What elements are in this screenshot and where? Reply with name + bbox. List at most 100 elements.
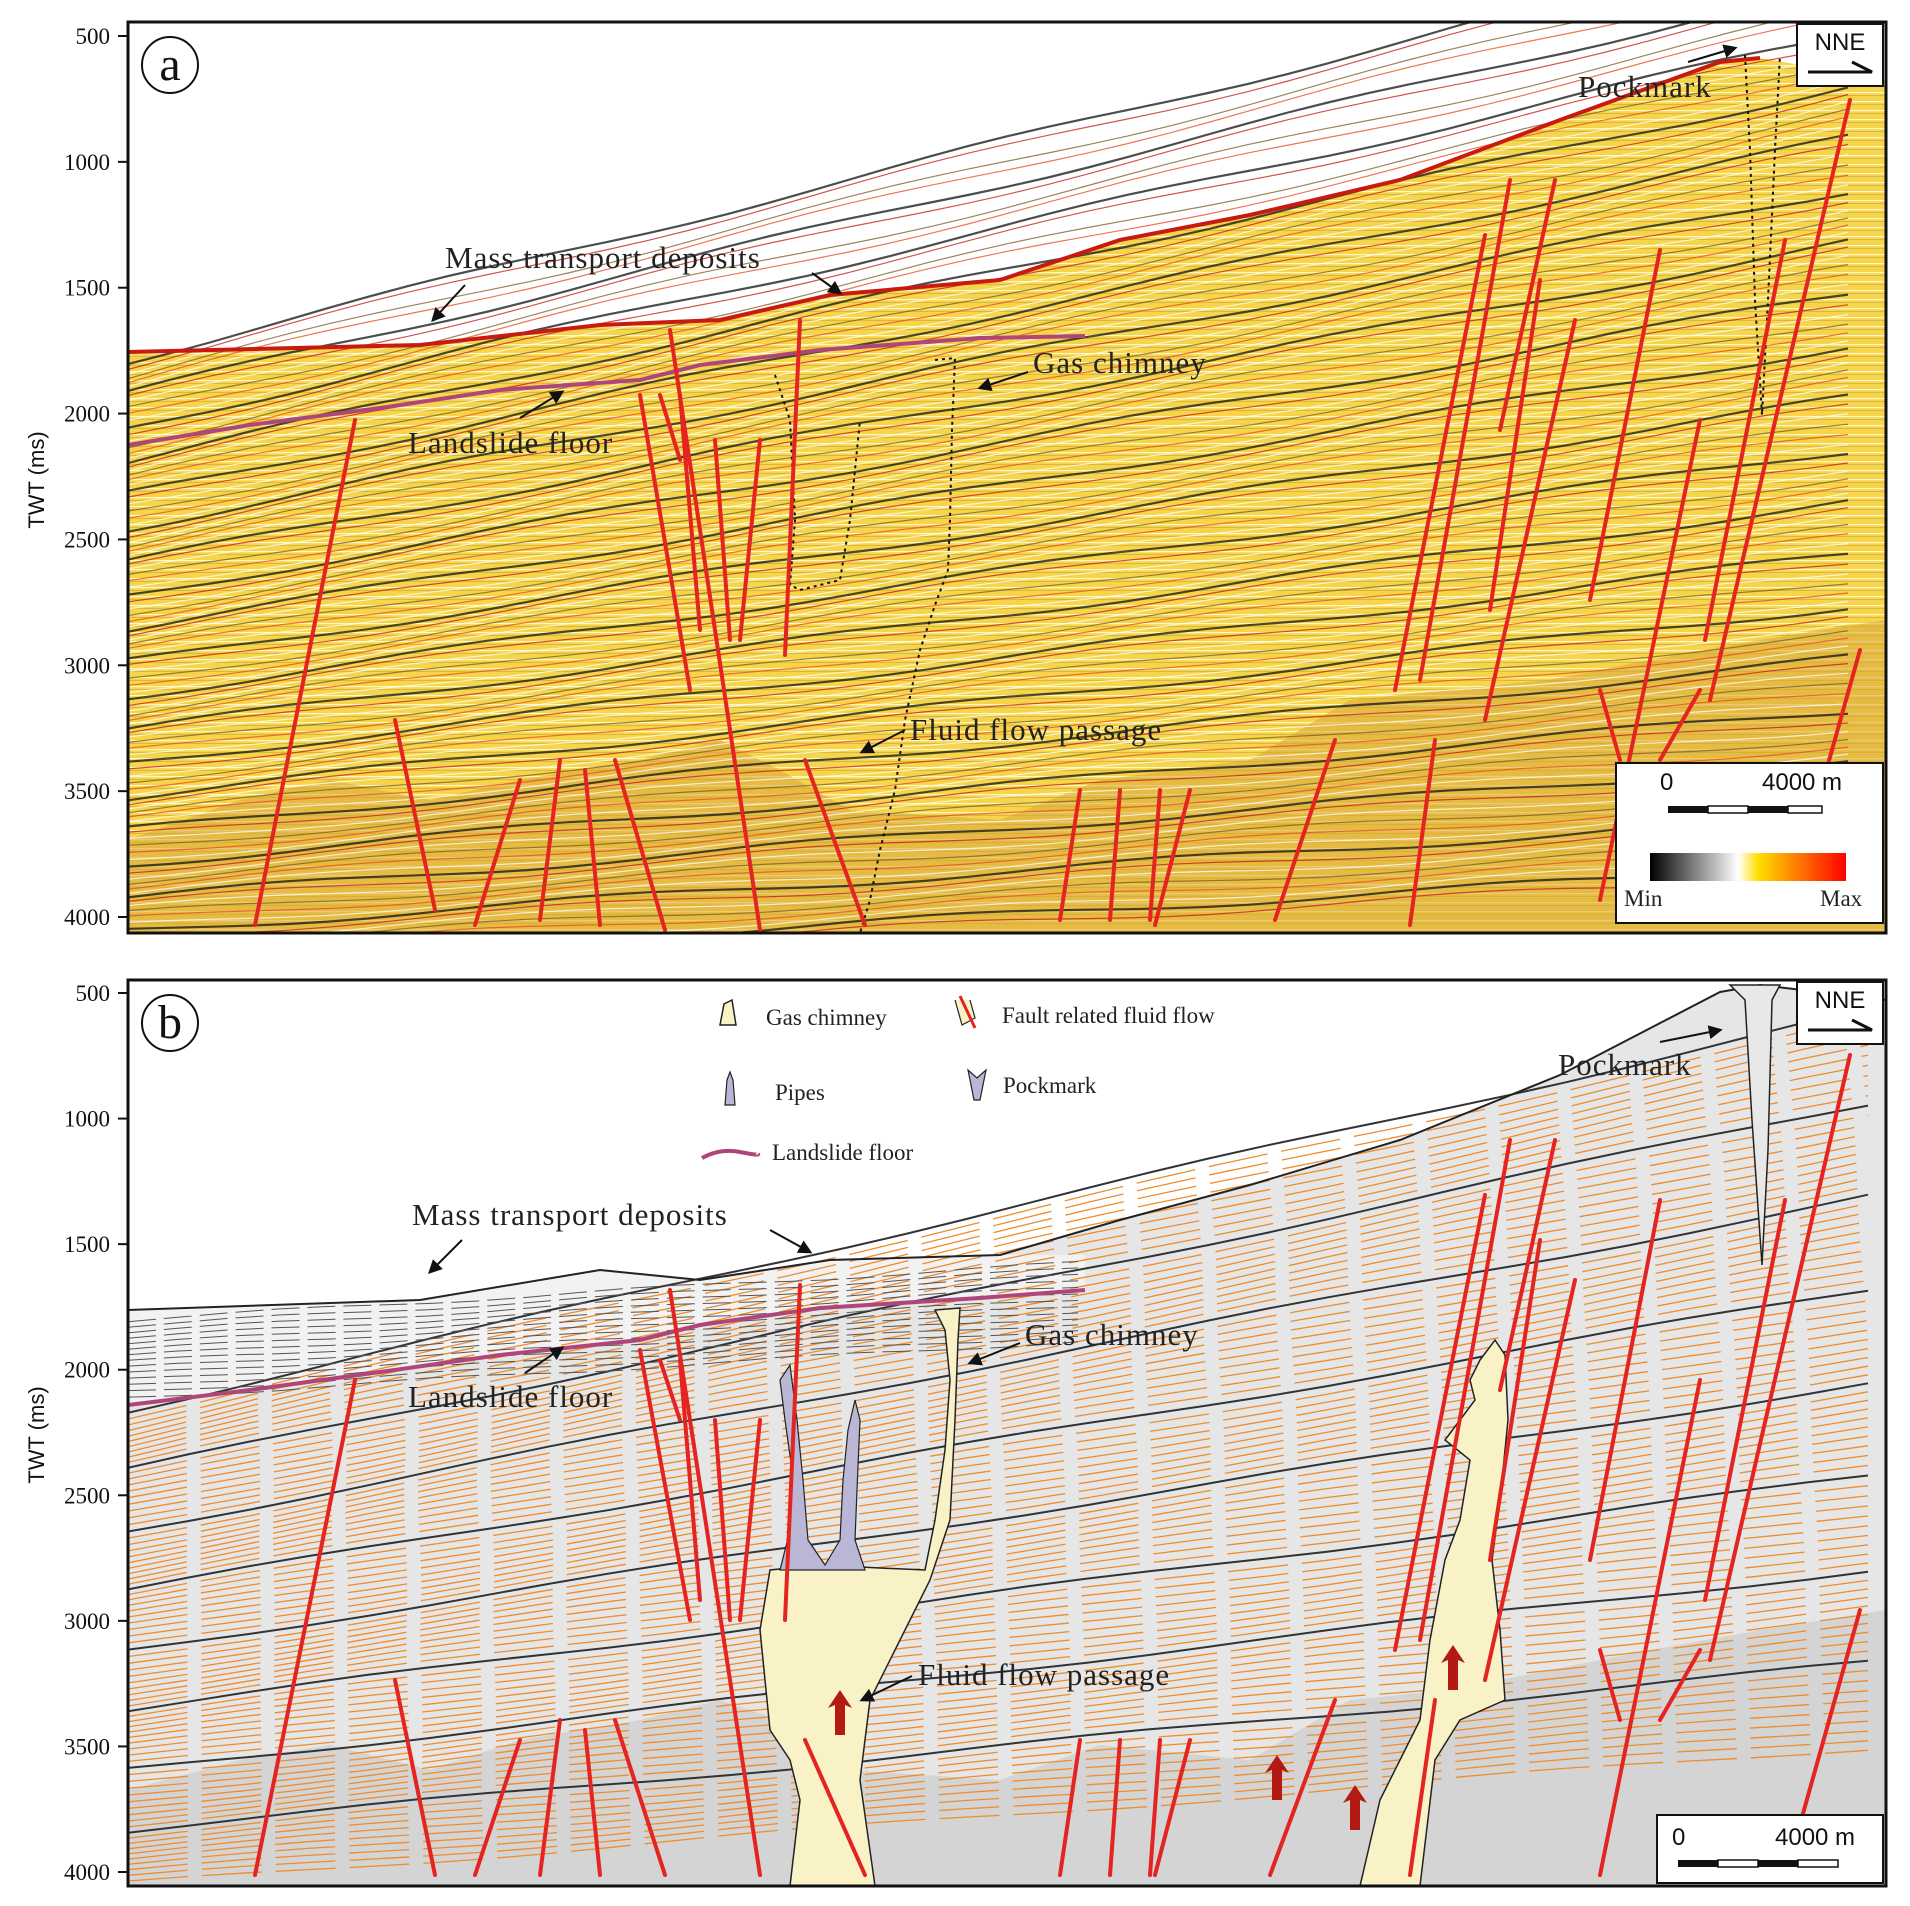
seismic-reflector: [128, 133, 1849, 492]
stratal-horizon: [128, 1408, 1869, 1671]
mtd-internal-reflector: [128, 1273, 1079, 1334]
stratal-horizon: [128, 1095, 1869, 1464]
mtd-internal-reflector: [128, 1341, 1079, 1398]
seismic-reflector: [128, 22, 1535, 375]
seismic-reflector: [128, 283, 1849, 588]
panel-a-pockmark-label: Pockmark: [1578, 69, 1712, 104]
stratal-horizon: [128, 1515, 1869, 1733]
panel-b-flow-arrow-2: [1441, 1645, 1465, 1690]
seismic-reflector: [128, 739, 1849, 886]
stratal-horizon: [128, 1495, 1869, 1723]
seismic-reflector: [128, 86, 1849, 465]
stratal-horizon: [128, 1544, 1869, 1750]
seismic-reflector: [128, 54, 1849, 443]
fault-line: [678, 1358, 702, 1602]
panel-a-colorbar-min: Min: [1624, 886, 1663, 911]
seismic-reflector: [128, 202, 1849, 539]
panel-a-tick-label: 1500: [64, 276, 110, 301]
panel-b-direction-label: NNE: [1815, 987, 1866, 1014]
fault-line: [1708, 98, 1852, 702]
panel-a-north-arrow: NNE: [1796, 23, 1884, 87]
seismic-reflector: [128, 783, 1849, 912]
panel-a-tick-label: 1000: [64, 150, 110, 175]
seismic-reflector: [128, 423, 1849, 679]
panel-b-flow-arrow-3: [1265, 1755, 1289, 1800]
panel-a-scale-box: 0 4000 m Min Max: [1615, 762, 1884, 924]
seismic-reflector: [128, 376, 1849, 649]
stratal-horizon: [128, 1579, 1869, 1776]
panel-b-central-chimney: [759, 1307, 961, 1886]
panel-b-mtd-zone: [128, 1255, 1085, 1405]
panel-b-right-chimney: [1359, 1338, 1509, 1886]
seismic-reflector: [128, 44, 1849, 436]
panel-a-tick-label: 4000: [64, 905, 110, 930]
fault-line: [1658, 1648, 1702, 1722]
fault-line: [1148, 1738, 1162, 1877]
panel-b-flow-arrow-1: [828, 1690, 852, 1735]
stratal-horizon: [128, 1124, 1869, 1480]
panel-b-faults: [253, 1053, 1862, 1877]
seismic-reflector: [128, 583, 1849, 784]
panel-b-scale-distance: 4000 m: [1775, 1824, 1855, 1851]
panel-a-pipes-outline: [774, 374, 861, 592]
stratal-horizon: [128, 1133, 1869, 1486]
seismic-reflector: [128, 22, 1665, 388]
fault-line: [1108, 1738, 1122, 1877]
fault-line: [583, 1728, 602, 1877]
seismic-reflector: [357, 843, 1849, 933]
fault-line: [1058, 788, 1082, 922]
seismic-reflector: [128, 478, 1849, 717]
stratal-horizon: [128, 1485, 1869, 1718]
mtd-internal-reflector: [128, 1267, 1079, 1328]
stratal-horizon: [128, 1613, 1869, 1803]
panel-b-y-axis-label: TWT (ms): [24, 1386, 49, 1483]
stratal-horizon: [128, 1700, 1869, 1855]
seismic-reflector: [128, 608, 1849, 802]
legend-fault-flow-line: [958, 995, 977, 1029]
fault-line: [738, 438, 762, 642]
fault-line: [783, 318, 802, 657]
fault-line: [253, 1378, 357, 1877]
stratal-horizon: [128, 1454, 1869, 1702]
panel-b-pockmark-arrow: [1659, 1025, 1723, 1043]
stratal-horizon: [128, 1553, 1869, 1756]
fault-line: [1418, 178, 1512, 682]
seismic-reflector: [128, 154, 1849, 505]
seismic-reflector: [128, 753, 1849, 894]
legend-landslide-floor-label: Landslide floor: [772, 1140, 913, 1165]
seismic-reflector: [128, 34, 1849, 429]
seismic-reflector: [784, 876, 1849, 933]
fault-line: [1153, 788, 1192, 927]
panel-a-fluid-flow-label: Fluid flow passage: [910, 712, 1162, 747]
fault-line: [803, 1738, 867, 1877]
fault-line: [1418, 1138, 1512, 1642]
seismic-reflector: [128, 246, 1849, 565]
seismic-reflector: [128, 264, 1849, 576]
stratal-horizon: [128, 1505, 1869, 1728]
seismic-reflector: [128, 592, 1849, 790]
fault-line: [583, 768, 602, 927]
seismic-reflector: [128, 238, 1849, 561]
seismic-reflector: [128, 385, 1849, 654]
panel-a-gas-chimney-label: Gas chimney: [1033, 345, 1207, 380]
seismic-reflector: [128, 354, 1849, 637]
panel-b-pockmark: [1728, 984, 1782, 1266]
panel-a-landslide-floor-arrow: [519, 390, 565, 419]
seismic-reflector: [128, 523, 1849, 743]
stratal-horizon: [128, 1730, 1869, 1871]
seismic-reflector: [128, 369, 1849, 645]
seismic-reflector: [218, 822, 1849, 933]
fault-line: [658, 393, 682, 462]
seismic-reflector: [128, 184, 1849, 526]
fault-line: [1498, 178, 1557, 432]
panel-b-fluid-flow-arrow: [859, 1675, 913, 1702]
fault-line: [638, 1348, 692, 1622]
fault-line: [1268, 1698, 1337, 1877]
panel-a-frame: [126, 20, 1888, 935]
stratal-horizon: [128, 1426, 1869, 1684]
stratal-horizon: [128, 1680, 1869, 1845]
seismic-reflector: [128, 802, 1849, 923]
panel-a-landslide-floor-label: Landslide floor: [408, 425, 613, 460]
